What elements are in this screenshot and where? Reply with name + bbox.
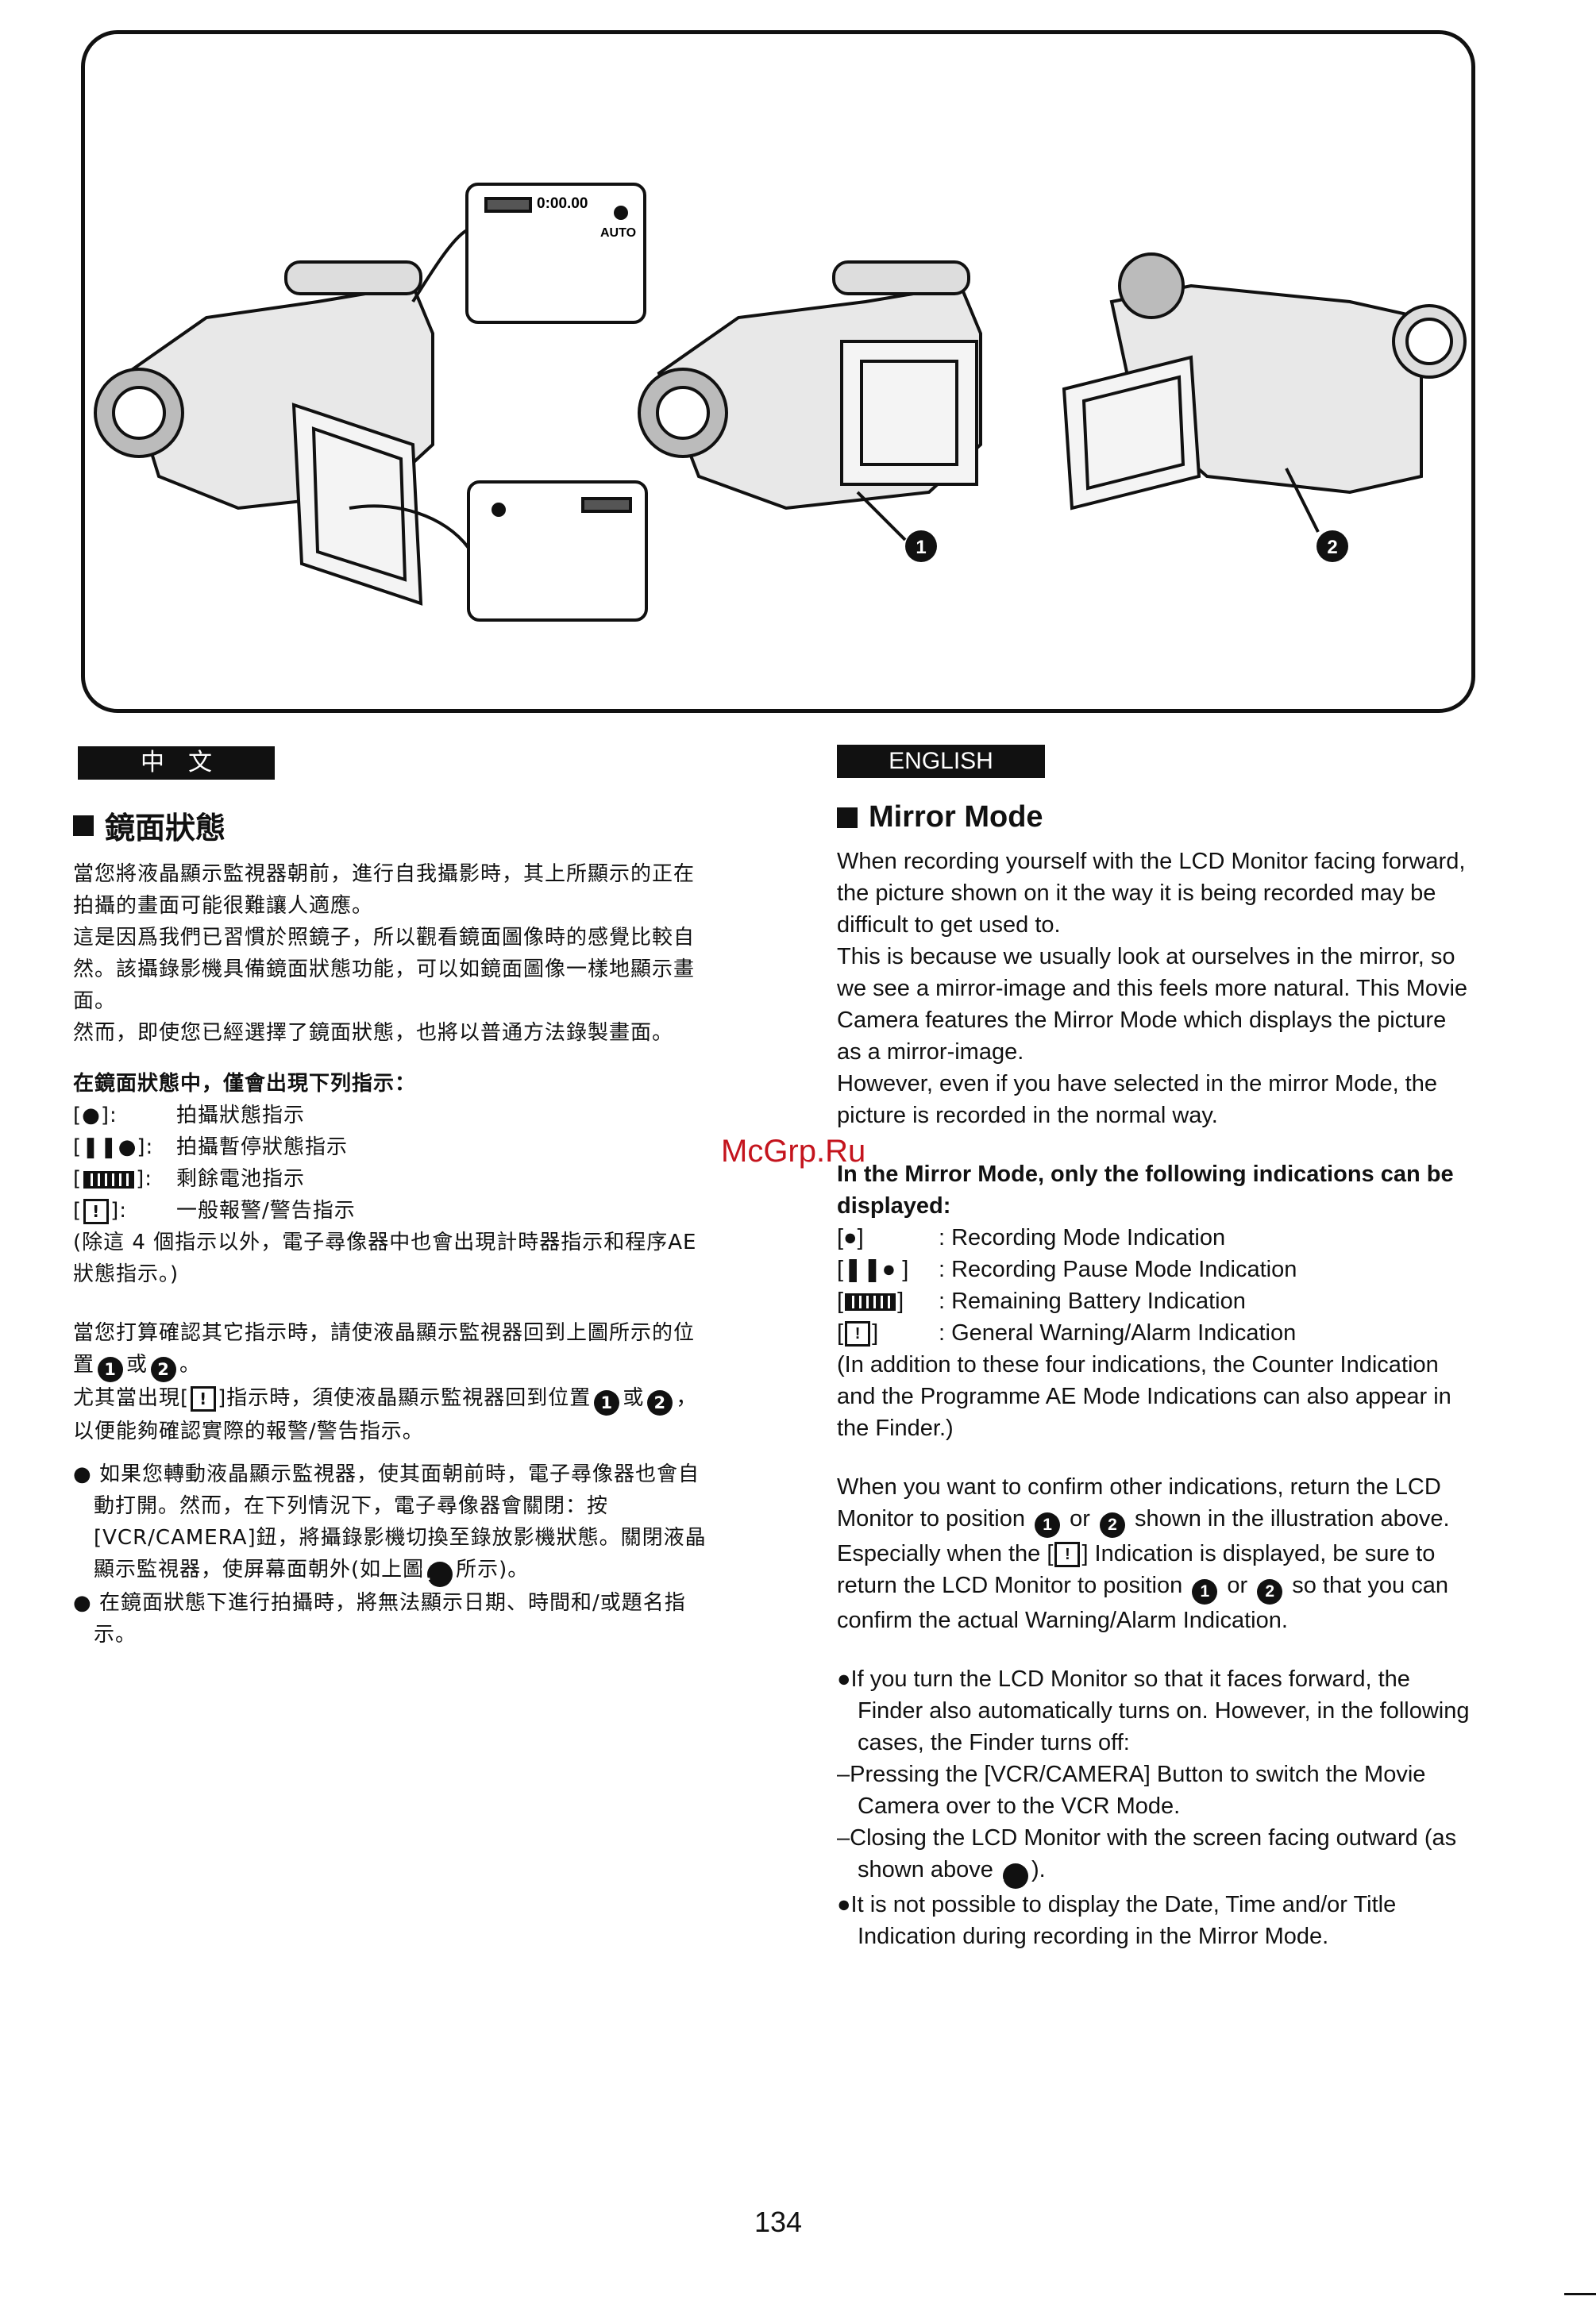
- chinese-column: 鏡面狀態 當您將液晶顯示監視器朝前，進行自我攝影時，其上所顯示的正在拍攝的畫面可…: [73, 803, 715, 1651]
- en-item-symbol: [❚❚● ]: [837, 1257, 909, 1282]
- watermark: McGrp.Ru: [721, 1134, 866, 1169]
- zh-item-symbol: [❚❚●]:: [73, 1135, 154, 1159]
- zh-bullet-1: ● 如果您轉動液晶顯示監視器，使其面朝前時，電子尋像器也會自動打開。然而，在下列…: [73, 1458, 715, 1587]
- zh-list-title: 在鏡面狀態中，僅會出現下列指示：: [73, 1072, 417, 1096]
- en-heading: Mirror Mode: [837, 800, 1472, 834]
- camcorder-illustration: 0:00.00 AUTO 1 2: [94, 183, 1467, 622]
- en-item-battery: []: Remaining Battery Indication: [837, 1285, 1472, 1317]
- en-item-pause: [❚❚● ] : Recording Pause Mode Indication: [837, 1254, 1472, 1285]
- zh-bullet-2: ● 在鏡面狀態下進行拍攝時，將無法顯示日期、時間和/或題名指示。: [73, 1591, 686, 1647]
- zh-paragraph-3: 然而，即使您已經選擇了鏡面狀態，也將以普通方法錄製畫面。: [73, 1021, 674, 1045]
- zh-paragraph-1: 當您將液晶顯示監視器朝前，進行自我攝影時，其上所顯示的正在拍攝的畫面可能很難讓人…: [73, 862, 696, 918]
- en-item-text: : Recording Mode Indication: [939, 1225, 1226, 1250]
- chinese-tag: 中 文: [78, 746, 275, 780]
- position-2-badge: 2: [151, 1357, 177, 1382]
- square-bullet-icon: [837, 807, 858, 828]
- zh-item-recording: [●]: 拍攝狀態指示: [73, 1100, 715, 1131]
- en-item-symbol: [●]: [837, 1225, 864, 1250]
- zh-heading-text: 鏡面狀態: [105, 812, 226, 846]
- en-paragraph-4: When you want to confirm other indicatio…: [837, 1471, 1472, 1538]
- position-1-badge: 1: [1192, 1579, 1218, 1605]
- callout-2-marker: [1317, 530, 1348, 562]
- en-dash-2: –Closing the LCD Monitor with the screen…: [837, 1822, 1472, 1889]
- callout-1-label: 1: [916, 537, 926, 558]
- position-1-badge: 1: [1035, 1512, 1061, 1538]
- zh-item-symbol: ]:: [136, 1167, 153, 1191]
- zh-item-warning: [!]:一般報警/警告指示: [73, 1195, 715, 1227]
- zh-item-battery: []:剩餘電池指示: [73, 1163, 715, 1195]
- position-1-badge: 1: [419, 1562, 453, 1587]
- warning-icon: !: [83, 1198, 110, 1224]
- en-note: (In addition to these four indications, …: [837, 1352, 1451, 1441]
- en-paragraph-2: This is because we usually look at ourse…: [837, 944, 1468, 1065]
- en-item-symbol: ]: [897, 1289, 904, 1314]
- en-heading-text: Mirror Mode: [869, 800, 1043, 834]
- counter-readout: 0:00.00: [537, 195, 588, 212]
- callout-2-label: 2: [1327, 537, 1337, 558]
- en-item-symbol: ]: [872, 1320, 879, 1346]
- en-paragraph-5: Especially when the [!] Indication is di…: [837, 1541, 1448, 1633]
- warning-icon: !: [1054, 1542, 1081, 1568]
- square-bullet-icon: [73, 815, 94, 836]
- zh-heading: 鏡面狀態: [73, 803, 715, 847]
- en-item-text: : General Warning/Alarm Indication: [939, 1320, 1297, 1346]
- zh-item-pause: [❚❚●]: 拍攝暫停狀態指示: [73, 1131, 715, 1163]
- callout-1-marker: [905, 530, 937, 562]
- battery-icon: [845, 1293, 896, 1312]
- warning-icon: !: [845, 1321, 871, 1347]
- position-1-badge: 1: [995, 1863, 1028, 1889]
- en-paragraph-3: However, even if you have selected in th…: [837, 1071, 1437, 1128]
- en-item-warning: [!]: General Warning/Alarm Indication: [837, 1317, 1472, 1349]
- en-bullet-2: ●It is not possible to display the Date,…: [837, 1892, 1397, 1949]
- zh-item-text: 拍攝狀態指示: [176, 1104, 306, 1127]
- position-1-badge: 1: [98, 1357, 124, 1382]
- zh-item-text: 一般報警/警告指示: [176, 1199, 356, 1223]
- en-list-title: In the Mirror Mode, only the following i…: [837, 1162, 1454, 1219]
- illustration-frame: [81, 30, 1475, 713]
- position-2-badge: 2: [647, 1390, 673, 1416]
- auto-label: AUTO: [600, 226, 636, 240]
- warning-icon: !: [191, 1385, 217, 1412]
- en-item-text: : Remaining Battery Indication: [939, 1289, 1246, 1314]
- zh-item-text: 剩餘電池指示: [176, 1167, 306, 1191]
- en-paragraph-1: When recording yourself with the LCD Mon…: [837, 849, 1466, 938]
- position-2-badge: 2: [1099, 1512, 1125, 1538]
- zh-item-text: 拍攝暫停狀態指示: [176, 1135, 349, 1159]
- battery-icon: [83, 1170, 135, 1189]
- margin-mark: [1564, 2293, 1596, 2295]
- zh-item-symbol: [●]:: [73, 1104, 118, 1127]
- zh-note: (除這 4 個指示以外，電子尋像器中也會出現計時器指示和程序AE狀態指示。): [73, 1231, 697, 1286]
- en-item-text: : Recording Pause Mode Indication: [939, 1257, 1297, 1282]
- position-2-badge: 2: [1257, 1579, 1283, 1605]
- position-1-badge: 1: [594, 1390, 620, 1416]
- zh-item-symbol: ]:: [110, 1199, 128, 1223]
- en-item-recording: [●] : Recording Mode Indication: [837, 1222, 1472, 1254]
- english-column: Mirror Mode When recording yourself with…: [837, 800, 1472, 1952]
- page-number: 134: [754, 2206, 803, 2238]
- en-bullet-1: ●If you turn the LCD Monitor so that it …: [837, 1666, 1470, 1755]
- zh-paragraph-2: 這是因爲我們已習慣於照鏡子，所以觀看鏡面圖像時的感覺比較自然。該攝錄影機具備鏡面…: [73, 926, 696, 1013]
- en-dash-1: –Pressing the [VCR/CAMERA] Button to swi…: [837, 1762, 1426, 1819]
- english-tag: ENGLISH: [837, 745, 1045, 778]
